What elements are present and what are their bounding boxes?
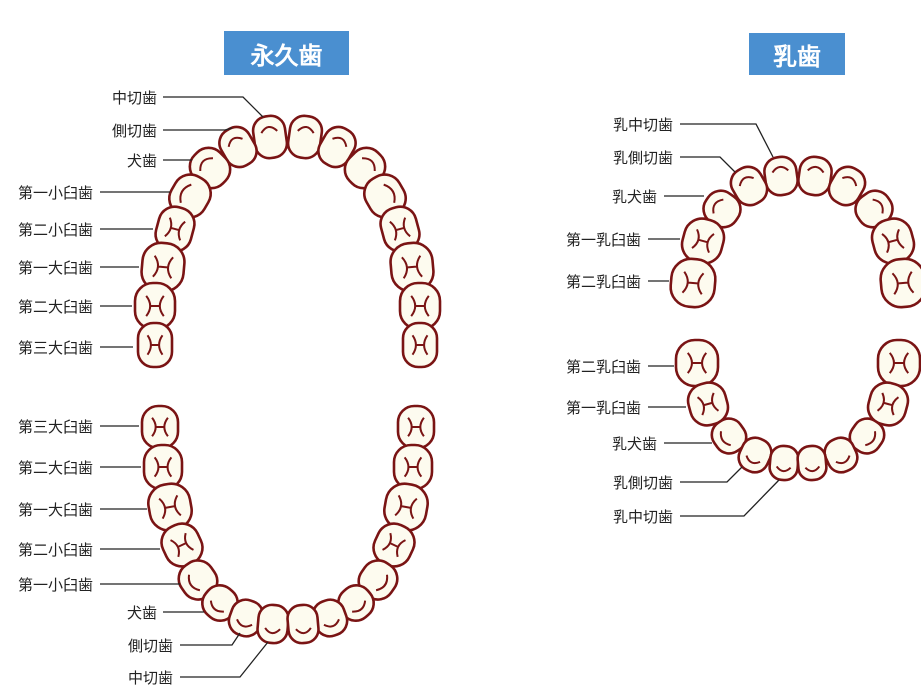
primary-lower-right-tooth [848, 417, 886, 455]
permanent-upper-label: 第二小臼歯 [17, 221, 93, 239]
permanent-upper-label: 第三大臼歯 [17, 339, 93, 357]
leader-line [680, 466, 743, 483]
primary-upper-label: 乳側切歯 [612, 149, 673, 167]
leader-line [180, 641, 269, 678]
leader-line [163, 96, 264, 118]
upper-left-tooth [136, 321, 174, 369]
primary-upper-label: 乳犬歯 [611, 188, 657, 206]
leader-line [680, 123, 774, 158]
permanent-upper-label: 側切歯 [111, 122, 157, 140]
leader-line [180, 632, 241, 646]
upper-left-tooth [251, 114, 289, 160]
primary-upper-left-tooth [729, 165, 769, 207]
permanent-upper-label: 第一大臼歯 [17, 259, 93, 277]
primary-lower-left-tooth [737, 436, 773, 474]
permanent-lower-label: 第二小臼歯 [17, 541, 93, 559]
primary-upper-right-tooth [797, 155, 833, 197]
primary-upper-label: 第二乳臼歯 [565, 273, 641, 291]
lower-left-tooth [160, 522, 204, 568]
permanent-lower-label: 中切歯 [127, 669, 173, 687]
lower-left-tooth [142, 443, 184, 491]
permanent-upper-label: 第二大臼歯 [17, 298, 93, 316]
upper-right-tooth [401, 321, 439, 369]
lower-right-tooth [392, 443, 434, 491]
primary-lower-right-tooth [823, 436, 859, 474]
permanent-upper-label: 犬歯 [126, 152, 157, 170]
primary-lower-left-tooth [710, 417, 748, 455]
lower-left-tooth [256, 603, 290, 645]
permanent-lower-label: 第三大臼歯 [17, 418, 93, 436]
primary-upper-left-tooth [669, 257, 717, 309]
leader-line [680, 156, 736, 173]
lower-right-tooth [372, 522, 416, 568]
primary-lower-right-tooth [866, 381, 910, 427]
primary-lower-label: 乳中切歯 [612, 508, 673, 526]
primary-upper-label: 第一乳臼歯 [565, 231, 641, 249]
primary-upper-left-tooth [763, 155, 799, 197]
lower-left-tooth [140, 404, 180, 450]
primary-lower-label: 第一乳臼歯 [565, 399, 641, 417]
upper-left-tooth [140, 241, 186, 293]
primary-upper-label: 乳中切歯 [612, 116, 673, 134]
lower-left-tooth [147, 482, 193, 532]
primary-teeth-title: 乳歯 [749, 33, 845, 75]
permanent-upper-label: 中切歯 [111, 89, 157, 107]
leader-line [680, 479, 780, 517]
primary-lower-right-tooth [876, 338, 921, 388]
leader-line [163, 127, 233, 131]
lower-right-tooth [286, 603, 320, 645]
permanent-lower-label: 側切歯 [127, 637, 173, 655]
primary-lower-right-tooth [796, 444, 828, 482]
primary-lower-label: 乳側切歯 [612, 474, 673, 492]
upper-right-tooth [286, 114, 324, 160]
lower-right-tooth [396, 404, 436, 450]
primary-upper-right-tooth [827, 165, 867, 207]
permanent-lower-label: 第一小臼歯 [17, 576, 93, 594]
permanent-teeth-title: 永久歯 [224, 31, 349, 75]
primary-lower-left-tooth [674, 338, 720, 388]
permanent-lower-label: 犬歯 [126, 604, 157, 622]
primary-lower-left-tooth [686, 381, 730, 427]
primary-lower-label: 乳犬歯 [611, 435, 657, 453]
primary-lower-label: 第二乳臼歯 [565, 358, 641, 376]
primary-lower-left-tooth [768, 444, 800, 482]
primary-upper-left-tooth [680, 217, 726, 265]
primary-upper-right-tooth [854, 189, 894, 229]
permanent-lower-label: 第二大臼歯 [17, 459, 93, 477]
permanent-lower-label: 第一大臼歯 [17, 501, 93, 519]
lower-left-tooth [227, 598, 265, 638]
primary-upper-right-tooth [879, 257, 921, 309]
permanent-upper-label: 第一小臼歯 [17, 184, 93, 202]
